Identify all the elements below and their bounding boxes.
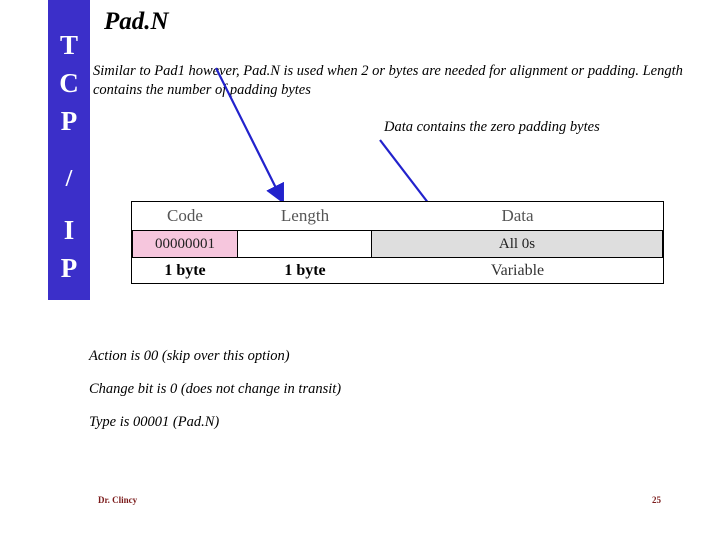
diagram-footer-length-size: 1 byte [284,261,326,279]
sidebar-letter-2: P [60,106,78,136]
footer-author: Dr. Clincy [98,495,138,505]
note-change-bit: Change bit is 0 (does not change in tran… [89,381,342,397]
diagram-footer-data-size: Variable [490,261,545,279]
diagram-header-code: Code [167,206,203,225]
description-paragraph-2: Data contains the zero padding bytes [384,119,600,135]
sidebar-letter-5: P [60,253,78,283]
packet-format-diagram: Code Length Data 00000001 All 0s 1 byte … [131,201,664,284]
sidebar-letter-3: / [65,166,73,192]
sidebar-letter-0: T [59,30,78,60]
sidebar-letter-4: I [63,215,75,245]
sidebar-letter-1: C [59,68,79,98]
diagram-footer-code-size: 1 byte [164,261,206,279]
page-title: Pad.N [104,8,169,35]
diagram-header-length: Length [280,206,330,225]
diagram-cell-data: All 0s [372,230,663,258]
diagram-cell-code: 00000001 [132,230,238,258]
footer-page-number: 25 [652,495,661,505]
diagram-cell-length [238,230,372,258]
description-paragraph-1: Similar to Pad1 however, Pad.N is used w… [93,63,683,98]
diagram-header-row: Code Length Data [132,202,663,230]
diagram-value-row: 00000001 All 0s [132,230,663,258]
diagram-header-data: Data [501,206,534,225]
note-type: Type is 00001 (Pad.N) [89,414,220,430]
diagram-footer-row: 1 byte 1 byte Variable [132,258,663,283]
sidebar-tcp-ip-banner: T C P / I P [48,0,90,300]
note-action: Action is 00 (skip over this option) [89,348,290,364]
